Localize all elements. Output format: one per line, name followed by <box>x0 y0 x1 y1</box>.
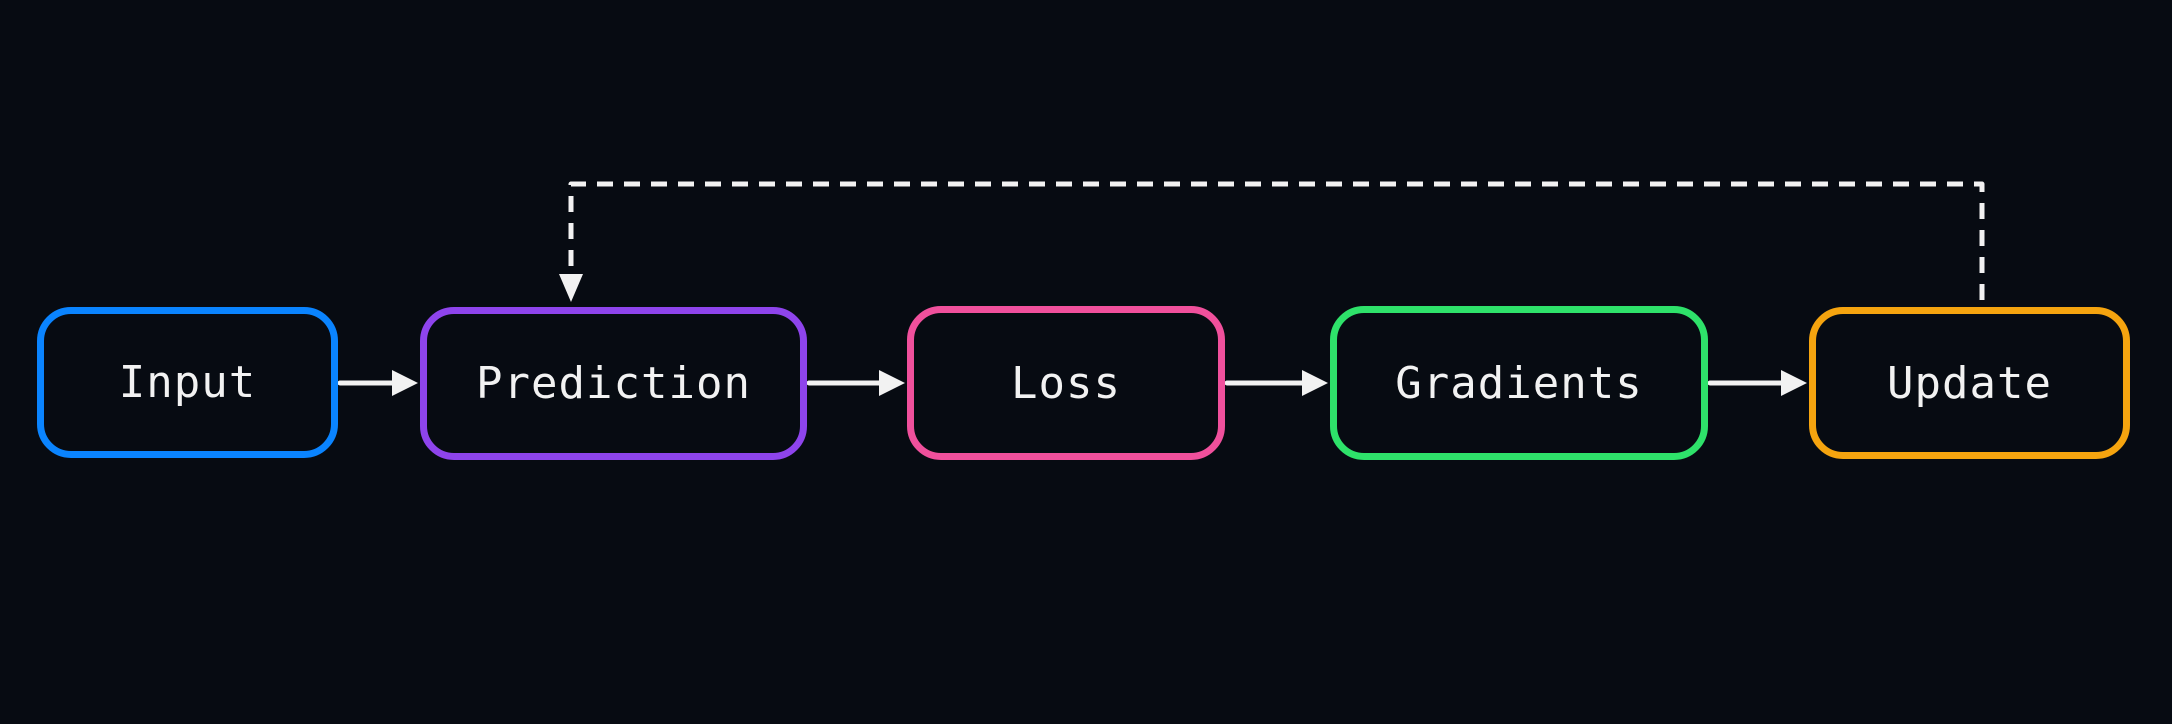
node-gradients: Gradients <box>1330 306 1708 460</box>
edge-prediction-to-loss <box>806 370 905 396</box>
arrowhead-icon <box>559 274 583 302</box>
node-label-loss: Loss <box>1011 357 1121 409</box>
arrowhead-icon <box>1781 370 1807 396</box>
edge-loss-to-gradients <box>1224 370 1328 396</box>
arrowhead-icon <box>879 370 905 396</box>
node-label-gradients: Gradients <box>1395 357 1643 409</box>
node-input: Input <box>37 307 338 458</box>
edge-gradients-to-update <box>1707 370 1807 396</box>
node-label-update: Update <box>1887 357 2052 409</box>
node-prediction: Prediction <box>420 307 807 460</box>
edge-input-to-prediction <box>337 370 418 396</box>
node-label-prediction: Prediction <box>476 358 751 409</box>
arrowhead-icon <box>392 370 418 396</box>
arrowhead-icon <box>1302 370 1328 396</box>
node-update: Update <box>1809 307 2130 459</box>
edge-update-to-prediction-feedback <box>559 181 1985 302</box>
node-label-input: Input <box>118 357 257 408</box>
node-loss: Loss <box>907 306 1225 460</box>
